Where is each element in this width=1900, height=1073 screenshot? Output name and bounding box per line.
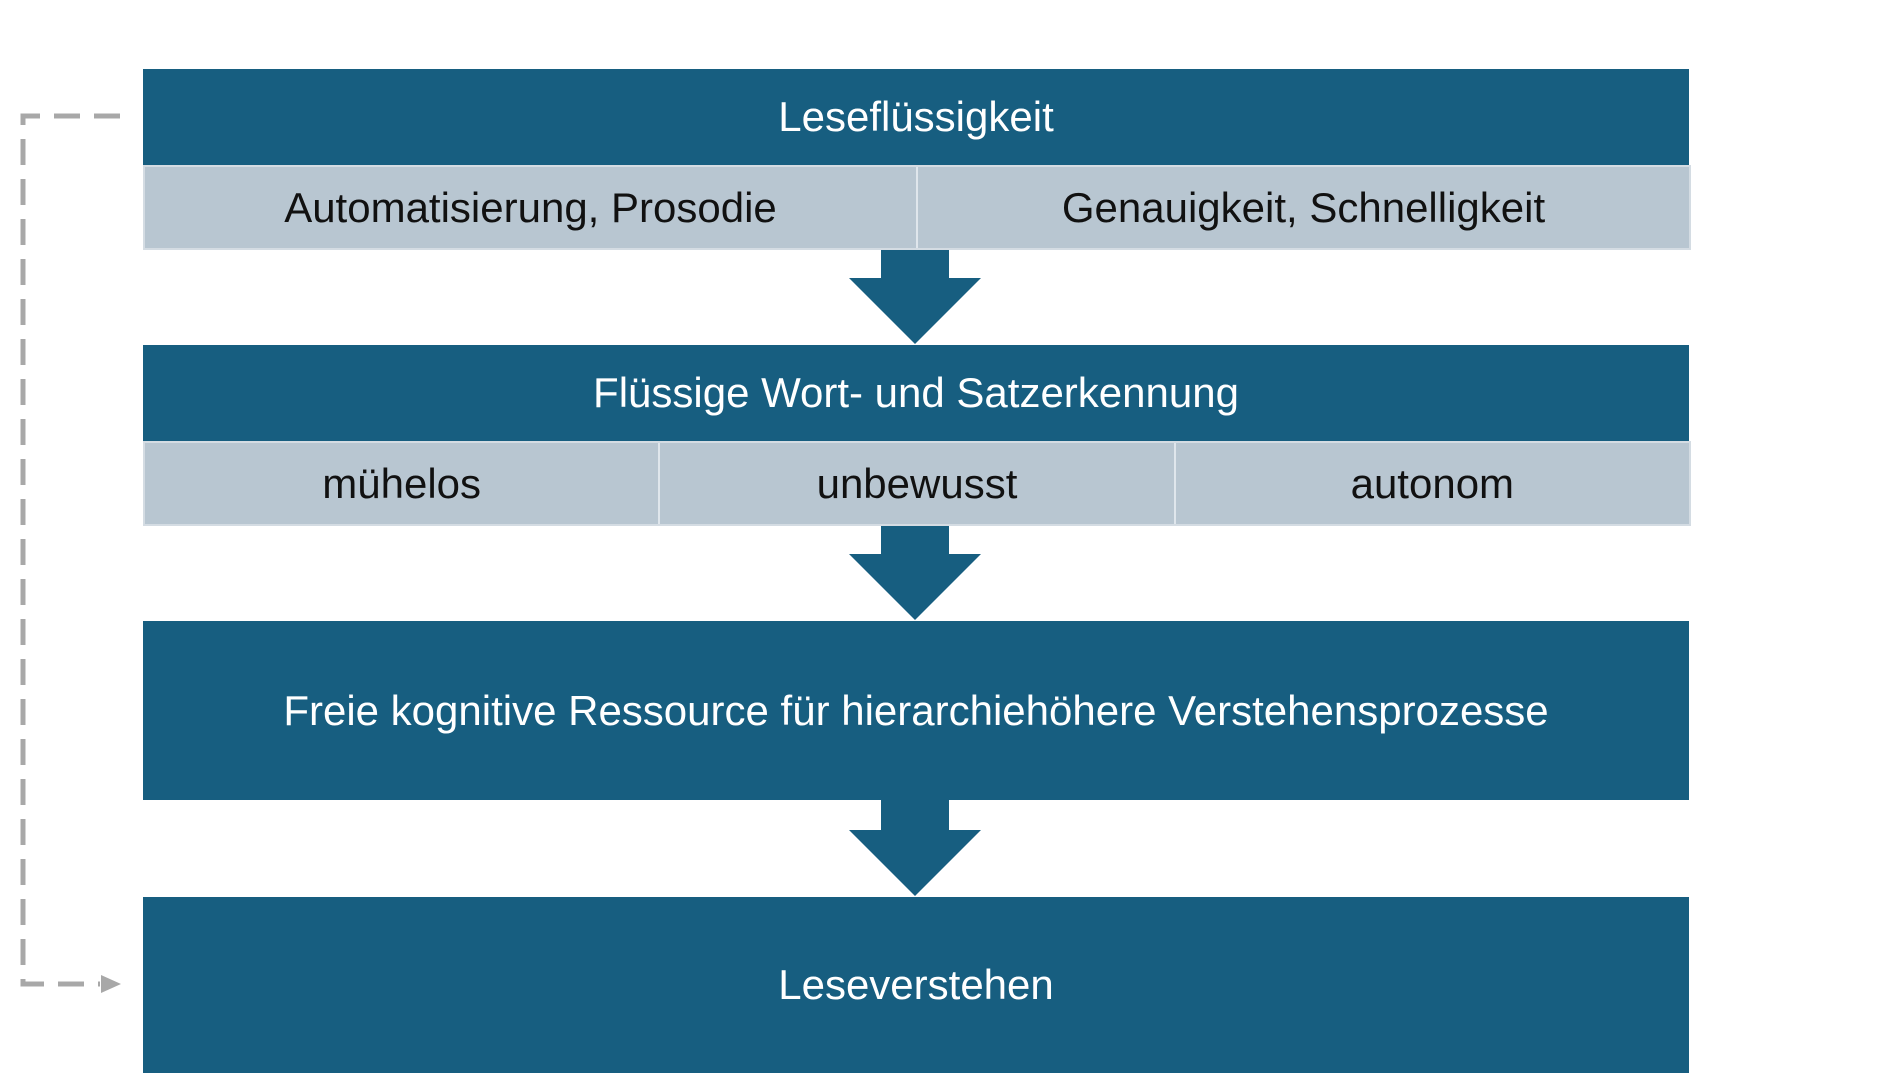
box-leseflussigkeit: Leseflüssigkeit — [143, 69, 1689, 165]
box-wort-satzerkennung: Flüssige Wort- und Satzerkennung — [143, 345, 1689, 441]
box-leseverstehen: Leseverstehen — [143, 897, 1689, 1073]
down-arrow-1 — [849, 250, 981, 344]
item-automatisierung-prosodie: Automatisierung, Prosodie — [284, 183, 777, 231]
feedback-loop-line — [20, 113, 120, 987]
item-muhelos: mühelos — [322, 459, 482, 507]
item-autonom: autonom — [1173, 443, 1689, 524]
box-wort-satzerkennung-items: mühelos unbewusst autonom — [143, 441, 1691, 526]
box-leseverstehen-title: Leseverstehen — [778, 961, 1054, 1008]
box-leseflussigkeit-items: Automatisierung, Prosodie Genauigkeit, S… — [143, 165, 1691, 250]
box-freie-ressource: Freie kognitive Ressource für hierarchie… — [143, 621, 1689, 800]
feedback-arrowhead — [101, 975, 121, 993]
item-genauigkeit-schnelligkeit: Genauigkeit, Schnelligkeit — [916, 167, 1689, 248]
box-freie-ressource-title: Freie kognitive Ressource für hierarchie… — [283, 686, 1549, 734]
item-unbewusst: unbewusst — [658, 443, 1173, 524]
box-wort-satzerkennung-title: Flüssige Wort- und Satzerkennung — [593, 369, 1239, 416]
box-leseflussigkeit-title: Leseflüssigkeit — [778, 93, 1054, 140]
down-arrow-2 — [849, 526, 981, 620]
down-arrow-3 — [849, 800, 981, 896]
